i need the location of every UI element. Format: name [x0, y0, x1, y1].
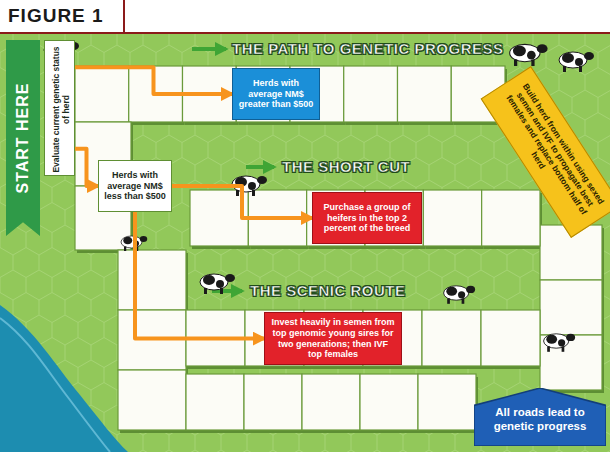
- shoreline: [0, 318, 110, 452]
- decision-box: Herds with average NM$ greater than $500: [232, 68, 320, 120]
- goal-box: All roads lead to genetic progress: [474, 388, 606, 446]
- board-tile: [344, 66, 398, 122]
- board-tile: [418, 374, 476, 430]
- board-tile: [118, 370, 186, 430]
- header-divider: [123, 0, 125, 33]
- route-name: THE SHORT CUT: [282, 158, 410, 175]
- cow-figure: [232, 176, 267, 196]
- board-tile: [481, 310, 540, 366]
- flow-arrow: [75, 67, 232, 94]
- board-tile: [186, 374, 244, 430]
- board-tile: [423, 190, 481, 246]
- route-arrow: [192, 47, 226, 51]
- node-text: Herds with average NM$ greater than $500: [238, 78, 314, 110]
- cow-figure: [559, 52, 594, 72]
- route-name: THE PATH TO GENETIC PROGRESS: [232, 40, 504, 57]
- flow-arrow: [75, 149, 98, 186]
- node-text: Invest heavily in semen from top genomic…: [270, 317, 396, 360]
- cow-figure: [444, 286, 476, 304]
- action-box: Purchase a group of heifers in the top 2…: [312, 192, 422, 244]
- board-tile: [186, 310, 245, 366]
- cow-figure: [200, 274, 235, 294]
- board-tile: [75, 66, 129, 122]
- board-tile: [118, 250, 186, 310]
- board-tile: [118, 310, 186, 370]
- board-tile: [422, 310, 481, 366]
- start-banner: START HERE: [6, 40, 40, 236]
- action-box: Invest heavily in semen from top genomic…: [264, 312, 402, 365]
- header-rule: [0, 32, 610, 34]
- board-tile: [244, 374, 302, 430]
- decision-box: Herds with average NM$ less than $500: [98, 160, 172, 212]
- board-tile: [129, 66, 183, 122]
- board-tile: [398, 66, 452, 122]
- node-text: All roads lead to genetic progress: [480, 406, 600, 434]
- hex-texture: [0, 34, 610, 452]
- cow-figure: [121, 236, 147, 251]
- node-text: Herds with average NM$ less than $500: [104, 170, 166, 202]
- flow-arrow: [135, 212, 264, 339]
- board-tile: [360, 374, 418, 430]
- figure-title: FIGURE 1: [8, 5, 104, 27]
- flow-arrow: [172, 186, 312, 218]
- board-tile: [183, 66, 237, 122]
- header-band: [0, 0, 610, 34]
- board-tile: [248, 190, 306, 246]
- board-tile: [540, 280, 602, 335]
- board-tile: [302, 374, 360, 430]
- cow-figure: [510, 44, 548, 66]
- water: [0, 305, 128, 452]
- node-text: Evaluate current genetic status of herd: [45, 45, 76, 173]
- route-name: THE SCENIC ROUTE: [250, 282, 406, 299]
- start-box: Evaluate current genetic status of herd: [44, 40, 75, 176]
- board-tile: [190, 190, 248, 246]
- green-ground: [0, 34, 610, 452]
- cow-figure: [544, 334, 576, 352]
- node-text: START HERE: [6, 44, 40, 232]
- node-text: Purchase a group of heifers in the top 2…: [318, 202, 416, 234]
- route-arrow: [246, 165, 274, 169]
- board-tile: [482, 190, 540, 246]
- pentagon-fill: [474, 388, 606, 446]
